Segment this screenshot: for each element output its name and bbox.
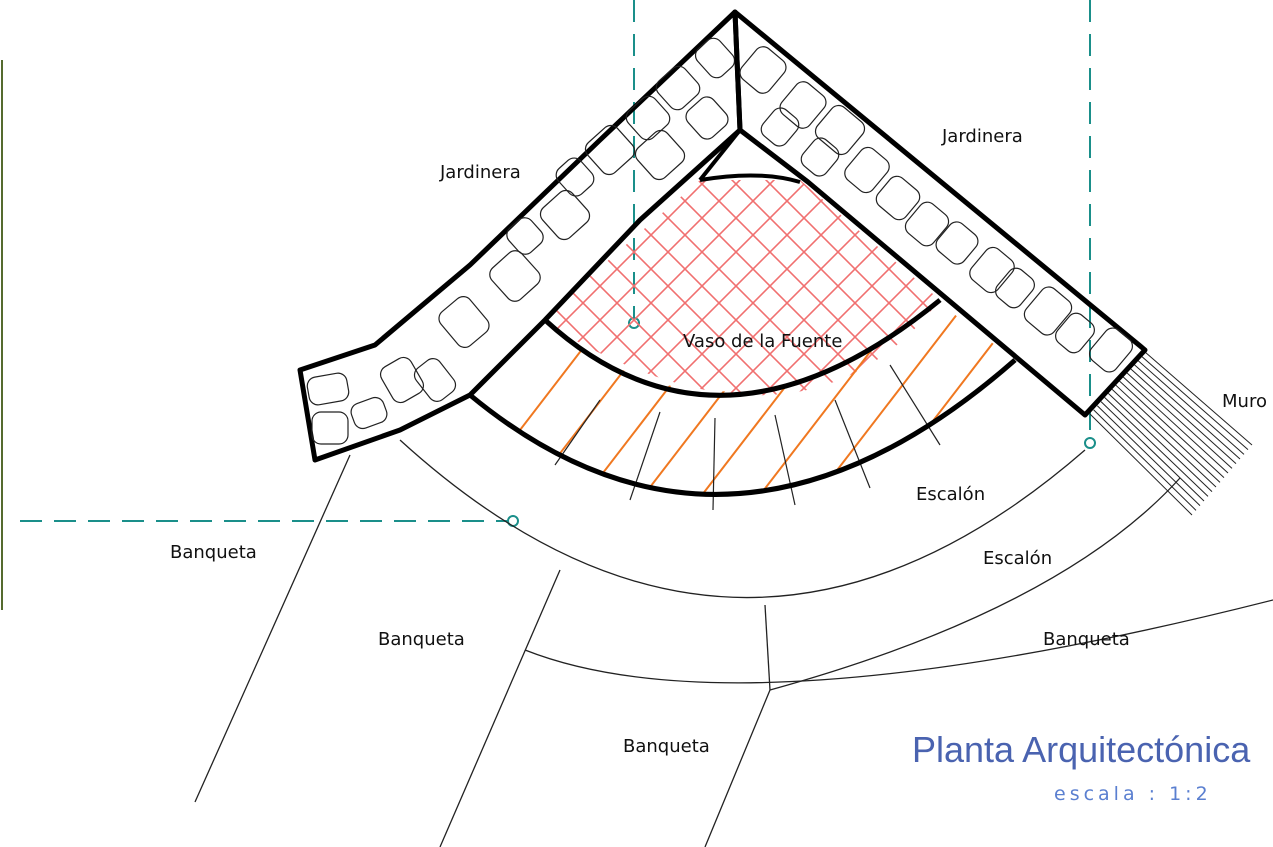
label-muro: Muro [1222, 391, 1267, 412]
label-escalon-inner: Escalón [916, 484, 985, 505]
muro-hatch [1089, 351, 1253, 516]
label-banqueta-center-left: Banqueta [378, 629, 465, 650]
label-vaso: Vaso de la Fuente [683, 331, 842, 352]
label-jardinera-right: Jardinera [941, 126, 1023, 147]
basin-top-edge [699, 173, 801, 184]
planter-left [297, 9, 743, 463]
cut-marker-right [1084, 437, 1096, 449]
step-edge [468, 358, 1017, 497]
planter-right [732, 9, 1148, 418]
label-jardinera-left: Jardinera [439, 162, 521, 183]
label-banqueta-bottom: Banqueta [623, 736, 710, 757]
section-cut-lines [20, 0, 1091, 522]
label-escalon-outer: Escalón [983, 548, 1052, 569]
basin-hatch [540, 180, 940, 396]
outer-step-arc [399, 439, 1086, 599]
banqueta-lines [194, 454, 771, 847]
step-divisions [554, 364, 941, 511]
label-banqueta-right: Banqueta [1043, 629, 1130, 650]
banqueta-arc [524, 599, 1273, 684]
basin-edge [543, 298, 942, 398]
drawing-title: Planta Arquitectónica [912, 729, 1251, 770]
label-banqueta-left: Banqueta [170, 542, 257, 563]
cut-marker-left [628, 317, 640, 329]
drawing-scale: escala : 1:2 [1054, 783, 1212, 805]
banqueta-inner-arc [769, 477, 1181, 691]
